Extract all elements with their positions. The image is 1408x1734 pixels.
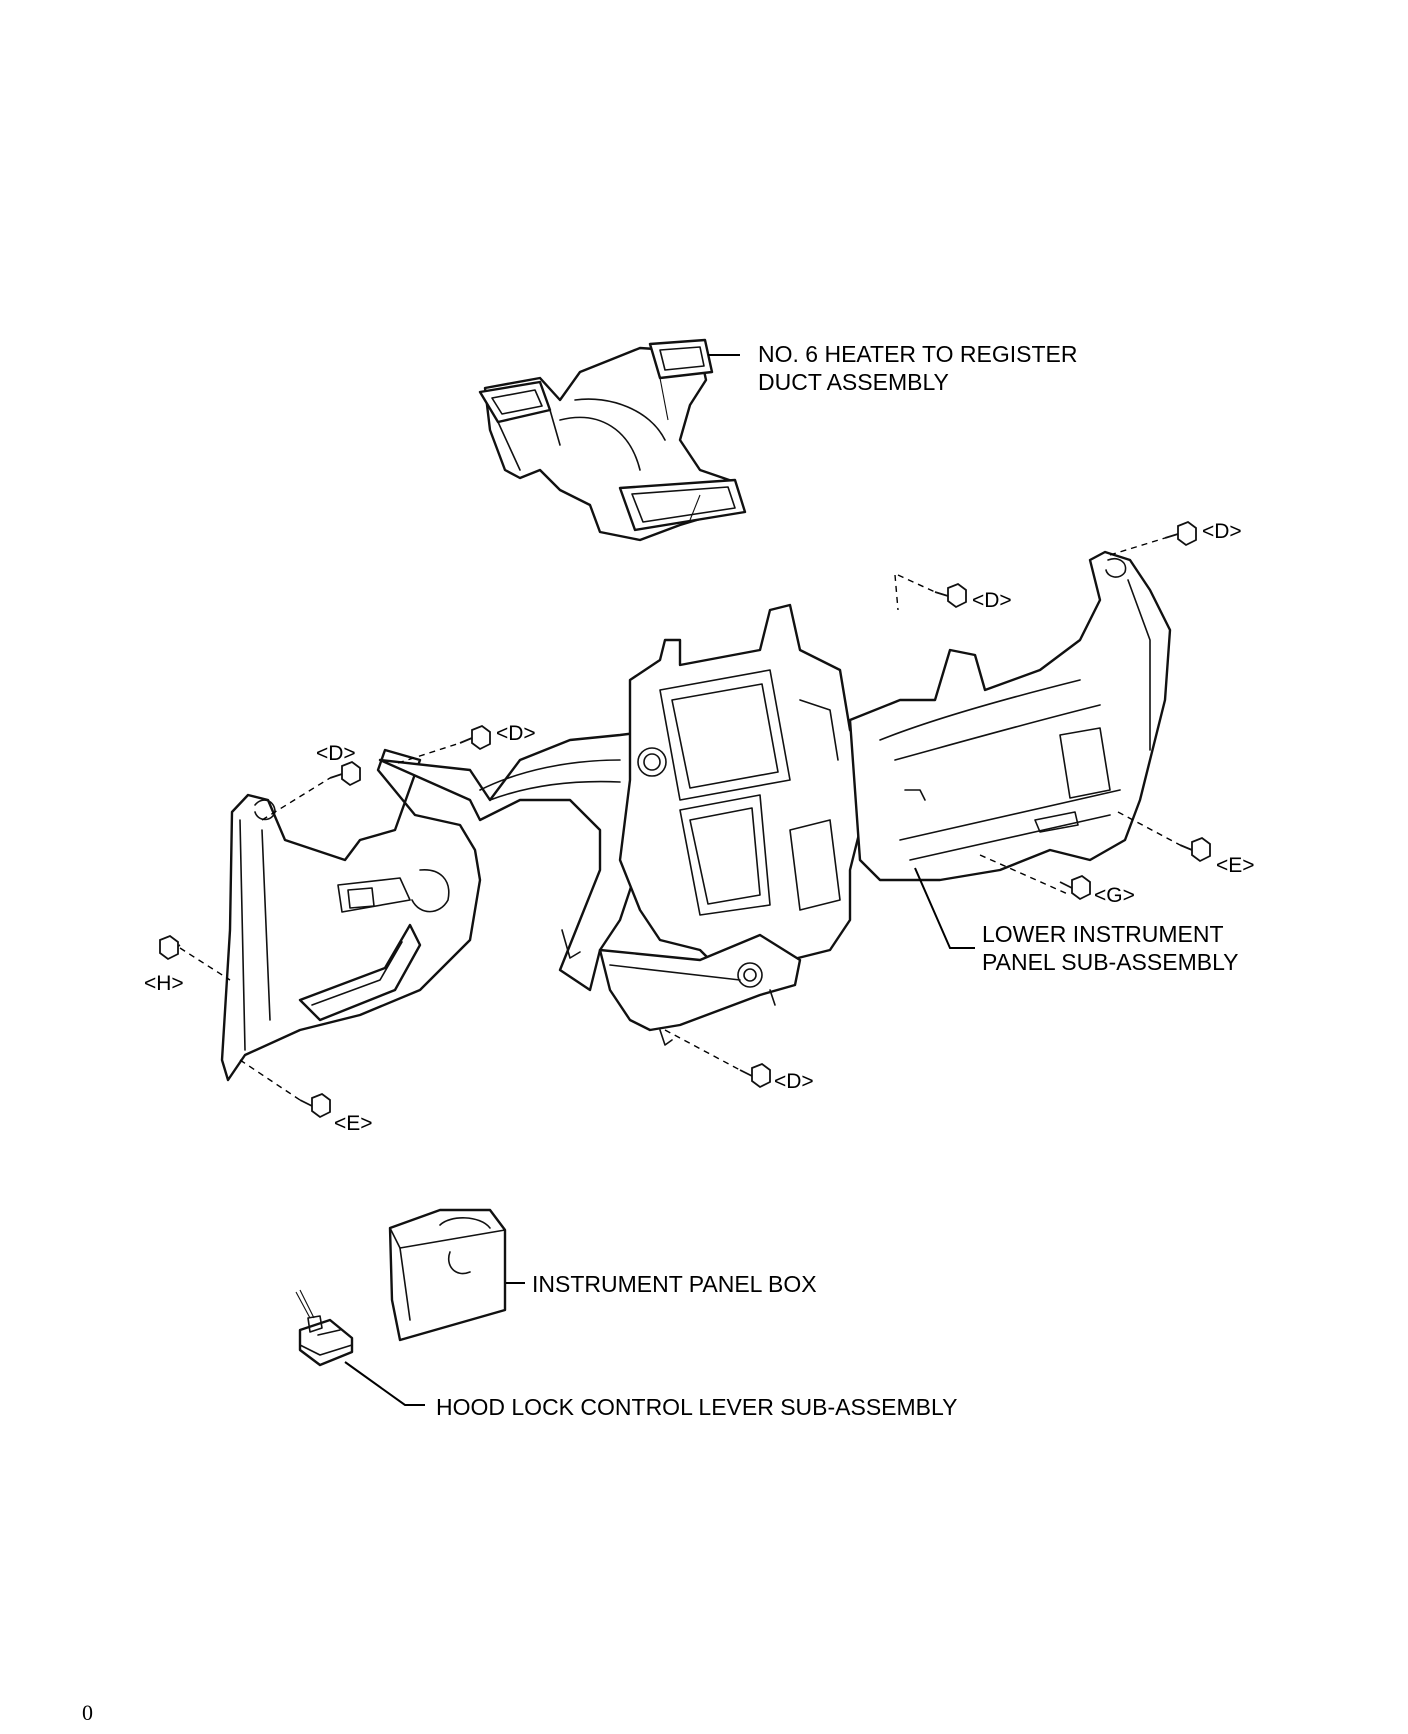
bolt-icon xyxy=(459,724,491,751)
bolt-icon xyxy=(1179,836,1211,863)
lower-panel-label-line1: LOWER INSTRUMENT xyxy=(982,921,1224,947)
bolt-icon xyxy=(329,760,361,787)
instrument-panel-box xyxy=(388,1208,507,1342)
bolt-icon xyxy=(1059,874,1091,901)
hood-lock-leader-line xyxy=(344,1361,425,1406)
lower-panel-leader-line xyxy=(914,867,975,949)
fastener-code-e: <E> xyxy=(1216,854,1255,877)
duct-label-line2: DUCT ASSEMBLY xyxy=(758,369,949,395)
panel-box-label: INSTRUMENT PANEL BOX xyxy=(532,1271,817,1297)
fastener-code-d: <D> xyxy=(316,742,356,765)
heater-duct-assembly xyxy=(478,338,747,542)
fastener-code-h: <H> xyxy=(144,972,184,995)
fastener-code-d: <D> xyxy=(774,1070,814,1093)
fastener-code-d: <D> xyxy=(496,722,536,745)
bolt-icon xyxy=(1164,520,1197,547)
bolt-icon xyxy=(739,1062,771,1089)
lower-panel-label-line2: PANEL SUB-ASSEMBLY xyxy=(982,949,1239,975)
page-number: 0 xyxy=(82,1700,93,1725)
fastener-code-d: <D> xyxy=(972,589,1012,612)
bolt-icon xyxy=(159,934,181,961)
fastener-code-g: <G> xyxy=(1094,884,1135,907)
duct-label-line1: NO. 6 HEATER TO REGISTER xyxy=(758,341,1078,367)
hood-lock-label: HOOD LOCK CONTROL LEVER SUB-ASSEMBLY xyxy=(436,1394,957,1420)
lower-instrument-panel xyxy=(220,550,1172,1082)
fastener-dashed-lines xyxy=(179,537,1181,1101)
bolt-icon xyxy=(934,582,967,609)
fastener-code-e: <E> xyxy=(334,1112,373,1135)
hood-lock-lever xyxy=(295,1289,354,1367)
fastener-code-d: <D> xyxy=(1202,520,1242,543)
bolt-icon xyxy=(299,1092,331,1119)
